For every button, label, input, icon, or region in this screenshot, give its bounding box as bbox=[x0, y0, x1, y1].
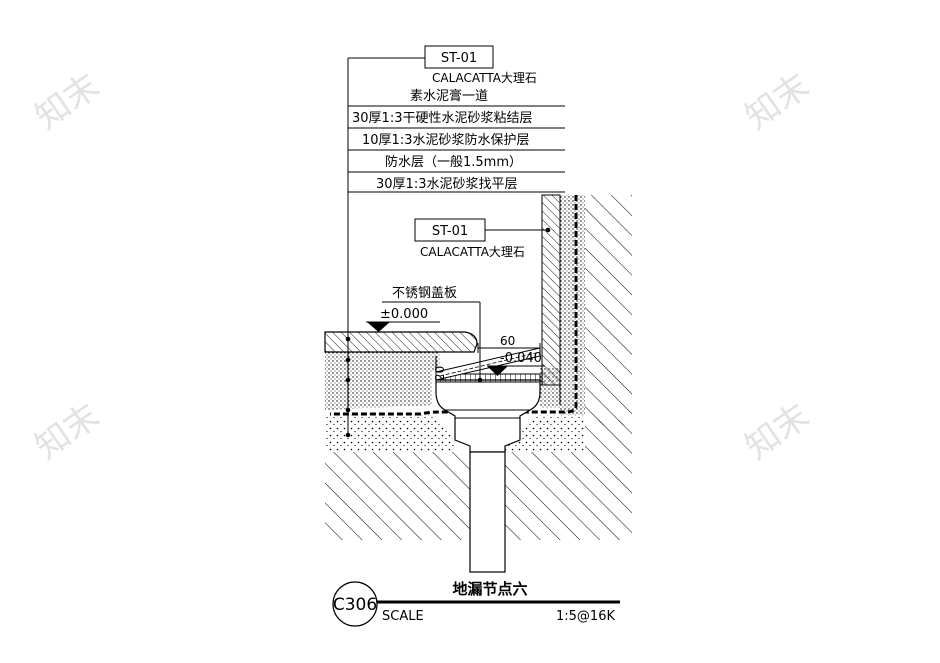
wall-structure-hatch bbox=[585, 195, 632, 425]
screed-layer bbox=[325, 415, 455, 452]
soil-base-hatch bbox=[325, 452, 470, 540]
watermark-2: 知末 bbox=[738, 66, 817, 138]
wall-material-tag-box bbox=[424, 45, 494, 69]
level-floor-marker bbox=[367, 322, 390, 332]
soil-base-hatch-right bbox=[503, 420, 632, 540]
detail-title: 地漏节点六 bbox=[452, 580, 527, 598]
level-floor-label: ±0.000 bbox=[380, 307, 428, 322]
screed-layer-right bbox=[503, 415, 585, 452]
layer-5: 30厚1:3水泥砂浆找平层 bbox=[376, 177, 517, 192]
wall-material-name: CALACATTA大理石 bbox=[432, 71, 537, 85]
layer-3: 10厚1:3水泥砂浆防水保护层 bbox=[362, 132, 529, 148]
floor-marble-slab bbox=[324, 331, 478, 353]
layer-4: 防水层（一般1.5mm） bbox=[385, 154, 522, 170]
plate-thickness-dimension: 20 bbox=[433, 366, 447, 381]
layer-2: 30厚1:3干硬性水泥砂浆粘结层 bbox=[352, 111, 532, 126]
wall-marble-cladding bbox=[541, 194, 561, 386]
floor-material-name: CALACATTA大理石 bbox=[420, 245, 525, 259]
gap-width-dimension: 60 bbox=[500, 334, 515, 348]
level-drain-marker bbox=[487, 366, 508, 376]
bonding-mortar-layer bbox=[325, 352, 440, 410]
wall-material-code: ST-01 bbox=[441, 51, 477, 66]
drain-pipe bbox=[469, 451, 506, 573]
wall-render-layer bbox=[560, 195, 585, 415]
layer-list: 素水泥膏一道 30厚1:3干硬性水泥砂浆粘结层 10厚1:3水泥砂浆防水保护层 … bbox=[348, 88, 565, 193]
title-block: C306 地漏节点六 SCALE 1:5@16K bbox=[332, 580, 620, 627]
sheet-tag-circle bbox=[332, 581, 378, 627]
level-drain-label: -0.040 bbox=[500, 351, 542, 366]
layer-1: 素水泥膏一道 bbox=[410, 88, 488, 104]
watermark-4: 知末 bbox=[738, 396, 817, 468]
scale-label: SCALE bbox=[382, 609, 424, 624]
bonding-mortar-right bbox=[540, 368, 560, 408]
cover-plate-label: 不锈钢盖板 bbox=[392, 286, 457, 301]
watermark-3: 知末 bbox=[28, 396, 107, 468]
watermark-1: 知末 bbox=[28, 66, 107, 138]
floor-material-code: ST-01 bbox=[432, 224, 468, 239]
layer-leader bbox=[345, 57, 425, 438]
scale-value: 1:5@16K bbox=[556, 609, 615, 624]
waterproof-membrane bbox=[330, 195, 578, 416]
watermarks: 知末 知末 知末 知末 bbox=[28, 66, 817, 468]
sheet-tag: C306 bbox=[333, 595, 377, 615]
